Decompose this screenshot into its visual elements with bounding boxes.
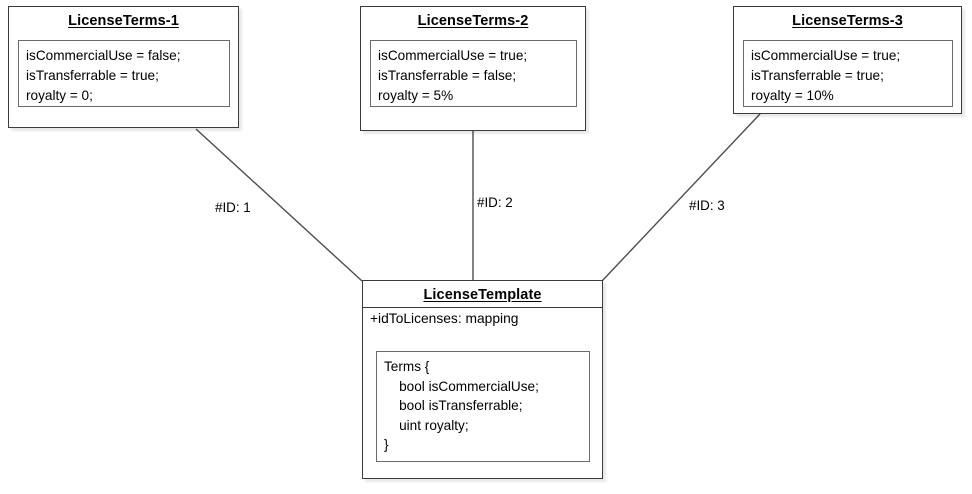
attribute-line: royalty = 5% xyxy=(378,88,454,103)
class-box-license-terms-2[interactable]: LicenseTerms-2 isCommercialUse = true; i… xyxy=(360,6,586,131)
connector-line-id1 xyxy=(195,128,363,282)
attribute-line: isCommercialUse = false; xyxy=(26,48,181,63)
class-box-license-terms-3[interactable]: LicenseTerms-3 isCommercialUse = true; i… xyxy=(733,6,962,114)
attribute-line: isTransferrable = true; xyxy=(751,68,884,83)
class-box-license-template[interactable]: LicenseTemplate +idToLicenses: mapping T… xyxy=(362,280,603,479)
attribute-line: isCommercialUse = true; xyxy=(751,48,901,63)
attribute-panel-license-terms-2: isCommercialUse = true; isTransferrable … xyxy=(370,40,577,107)
struct-line: bool isCommercialUse; xyxy=(384,378,539,394)
connector-line-id3 xyxy=(601,113,761,282)
attribute-line: royalty = 10% xyxy=(751,88,834,103)
attribute-line: royalty = 0; xyxy=(26,88,93,103)
class-title-license-terms-2: LicenseTerms-2 xyxy=(417,13,529,29)
attribute-line: isCommercialUse = true; xyxy=(378,48,528,63)
struct-line: bool isTransferrable; xyxy=(384,398,523,414)
struct-line: } xyxy=(384,437,389,453)
class-title-license-terms-1: LicenseTerms-1 xyxy=(68,13,179,29)
class-title-license-terms-3: LicenseTerms-3 xyxy=(792,13,903,29)
class-box-license-terms-1[interactable]: LicenseTerms-1 isCommercialUse = false; … xyxy=(8,6,239,128)
edge-label-id-1: #ID: 1 xyxy=(215,200,251,215)
attribute-line: isTransferrable = true; xyxy=(26,68,159,83)
class-attribute-id-to-licenses: +idToLicenses: mapping xyxy=(370,311,519,326)
struct-line: Terms { xyxy=(384,359,430,374)
attribute-line: isTransferrable = false; xyxy=(378,68,517,83)
attribute-panel-license-terms-1: isCommercialUse = false; isTransferrable… xyxy=(18,40,230,107)
title-divider xyxy=(363,307,602,308)
class-title-license-template: LicenseTemplate xyxy=(423,287,542,303)
struct-line: uint royalty; xyxy=(384,417,469,433)
edge-label-id-3: #ID: 3 xyxy=(689,198,725,213)
struct-definition-terms: Terms { bool isCommercialUse; bool isTra… xyxy=(376,351,590,462)
attribute-panel-license-terms-3: isCommercialUse = true; isTransferrable … xyxy=(743,40,953,107)
edge-label-id-2: #ID: 2 xyxy=(477,195,513,210)
